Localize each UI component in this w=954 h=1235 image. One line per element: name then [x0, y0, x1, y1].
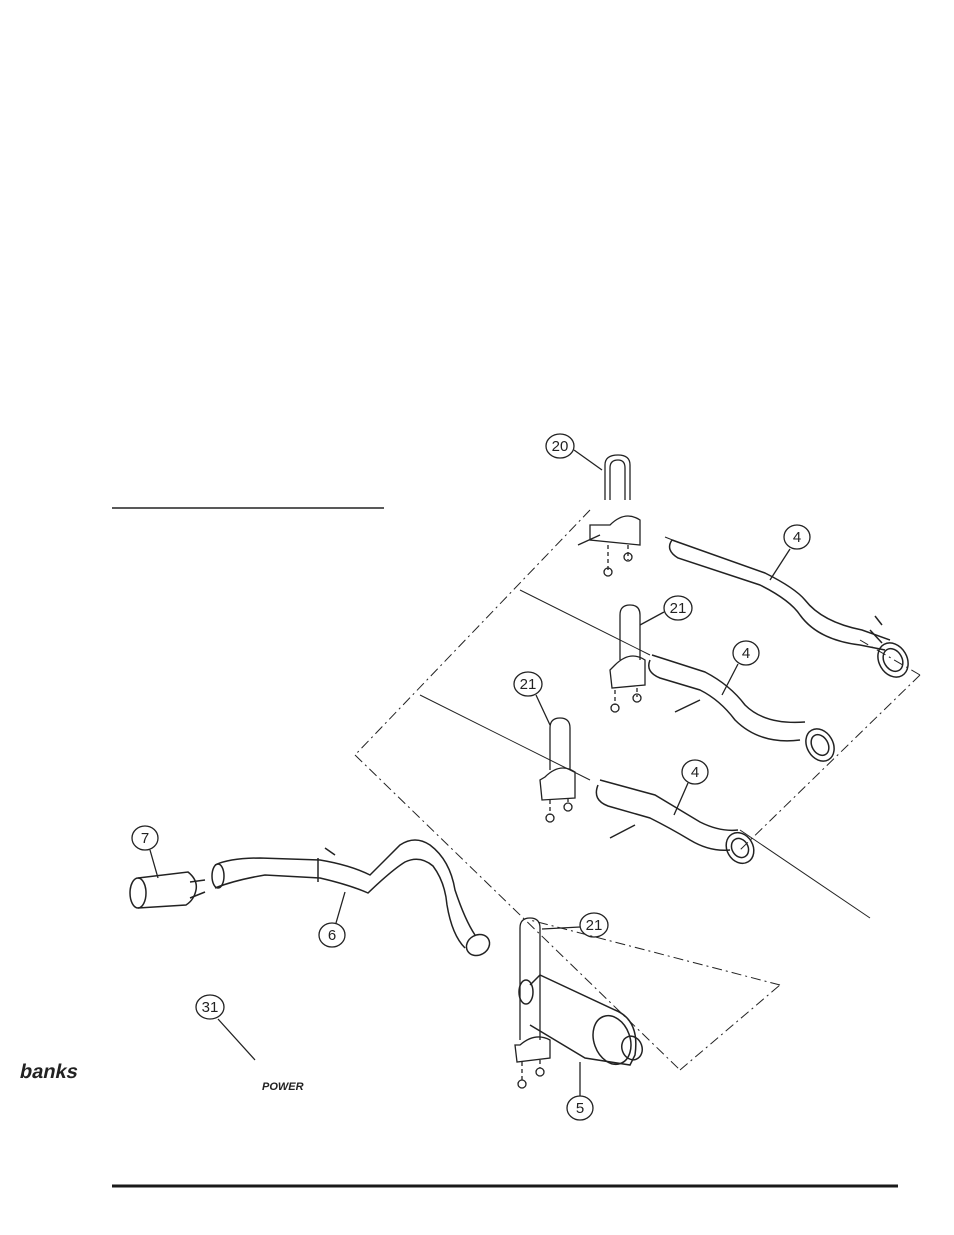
callout-label-4-middle: 4	[742, 645, 750, 662]
callout-label-4-upper: 4	[793, 529, 801, 546]
u-bolt-clamp-21-middle	[610, 605, 645, 712]
u-bolt-clamp-21-lower	[540, 718, 575, 822]
callout-label-21-lower: 21	[520, 676, 537, 693]
callout-label-20: 20	[552, 438, 569, 455]
u-bolt-clamp-21-muffler	[515, 918, 550, 1088]
callouts	[132, 434, 810, 1120]
callout-label-21-middle: 21	[670, 600, 687, 617]
decal-line1: banks	[18, 1061, 80, 1083]
callout-label-31: 31	[202, 999, 219, 1016]
extension-pipe-middle	[649, 655, 840, 766]
centerline-lines	[420, 537, 870, 918]
extension-pipe-upper	[670, 540, 915, 683]
exhaust-tip	[130, 872, 205, 908]
callout-label-4-lower: 4	[691, 764, 699, 781]
callout-labels: 20 4 21 4 21 4 7 6 21 31 5	[141, 438, 801, 1117]
banks-power-decal: banks POWER	[18, 1061, 304, 1093]
extension-pipe-lower	[596, 780, 759, 868]
tailpipe	[212, 840, 493, 960]
muffler	[519, 975, 646, 1070]
callout-label-6: 6	[328, 927, 336, 944]
callout-label-5: 5	[576, 1100, 584, 1117]
decal-line2: POWER	[262, 1081, 304, 1093]
callout-label-7: 7	[141, 830, 149, 847]
u-bolt-clamp-20	[578, 455, 640, 576]
callout-label-21-muffler: 21	[586, 917, 603, 934]
